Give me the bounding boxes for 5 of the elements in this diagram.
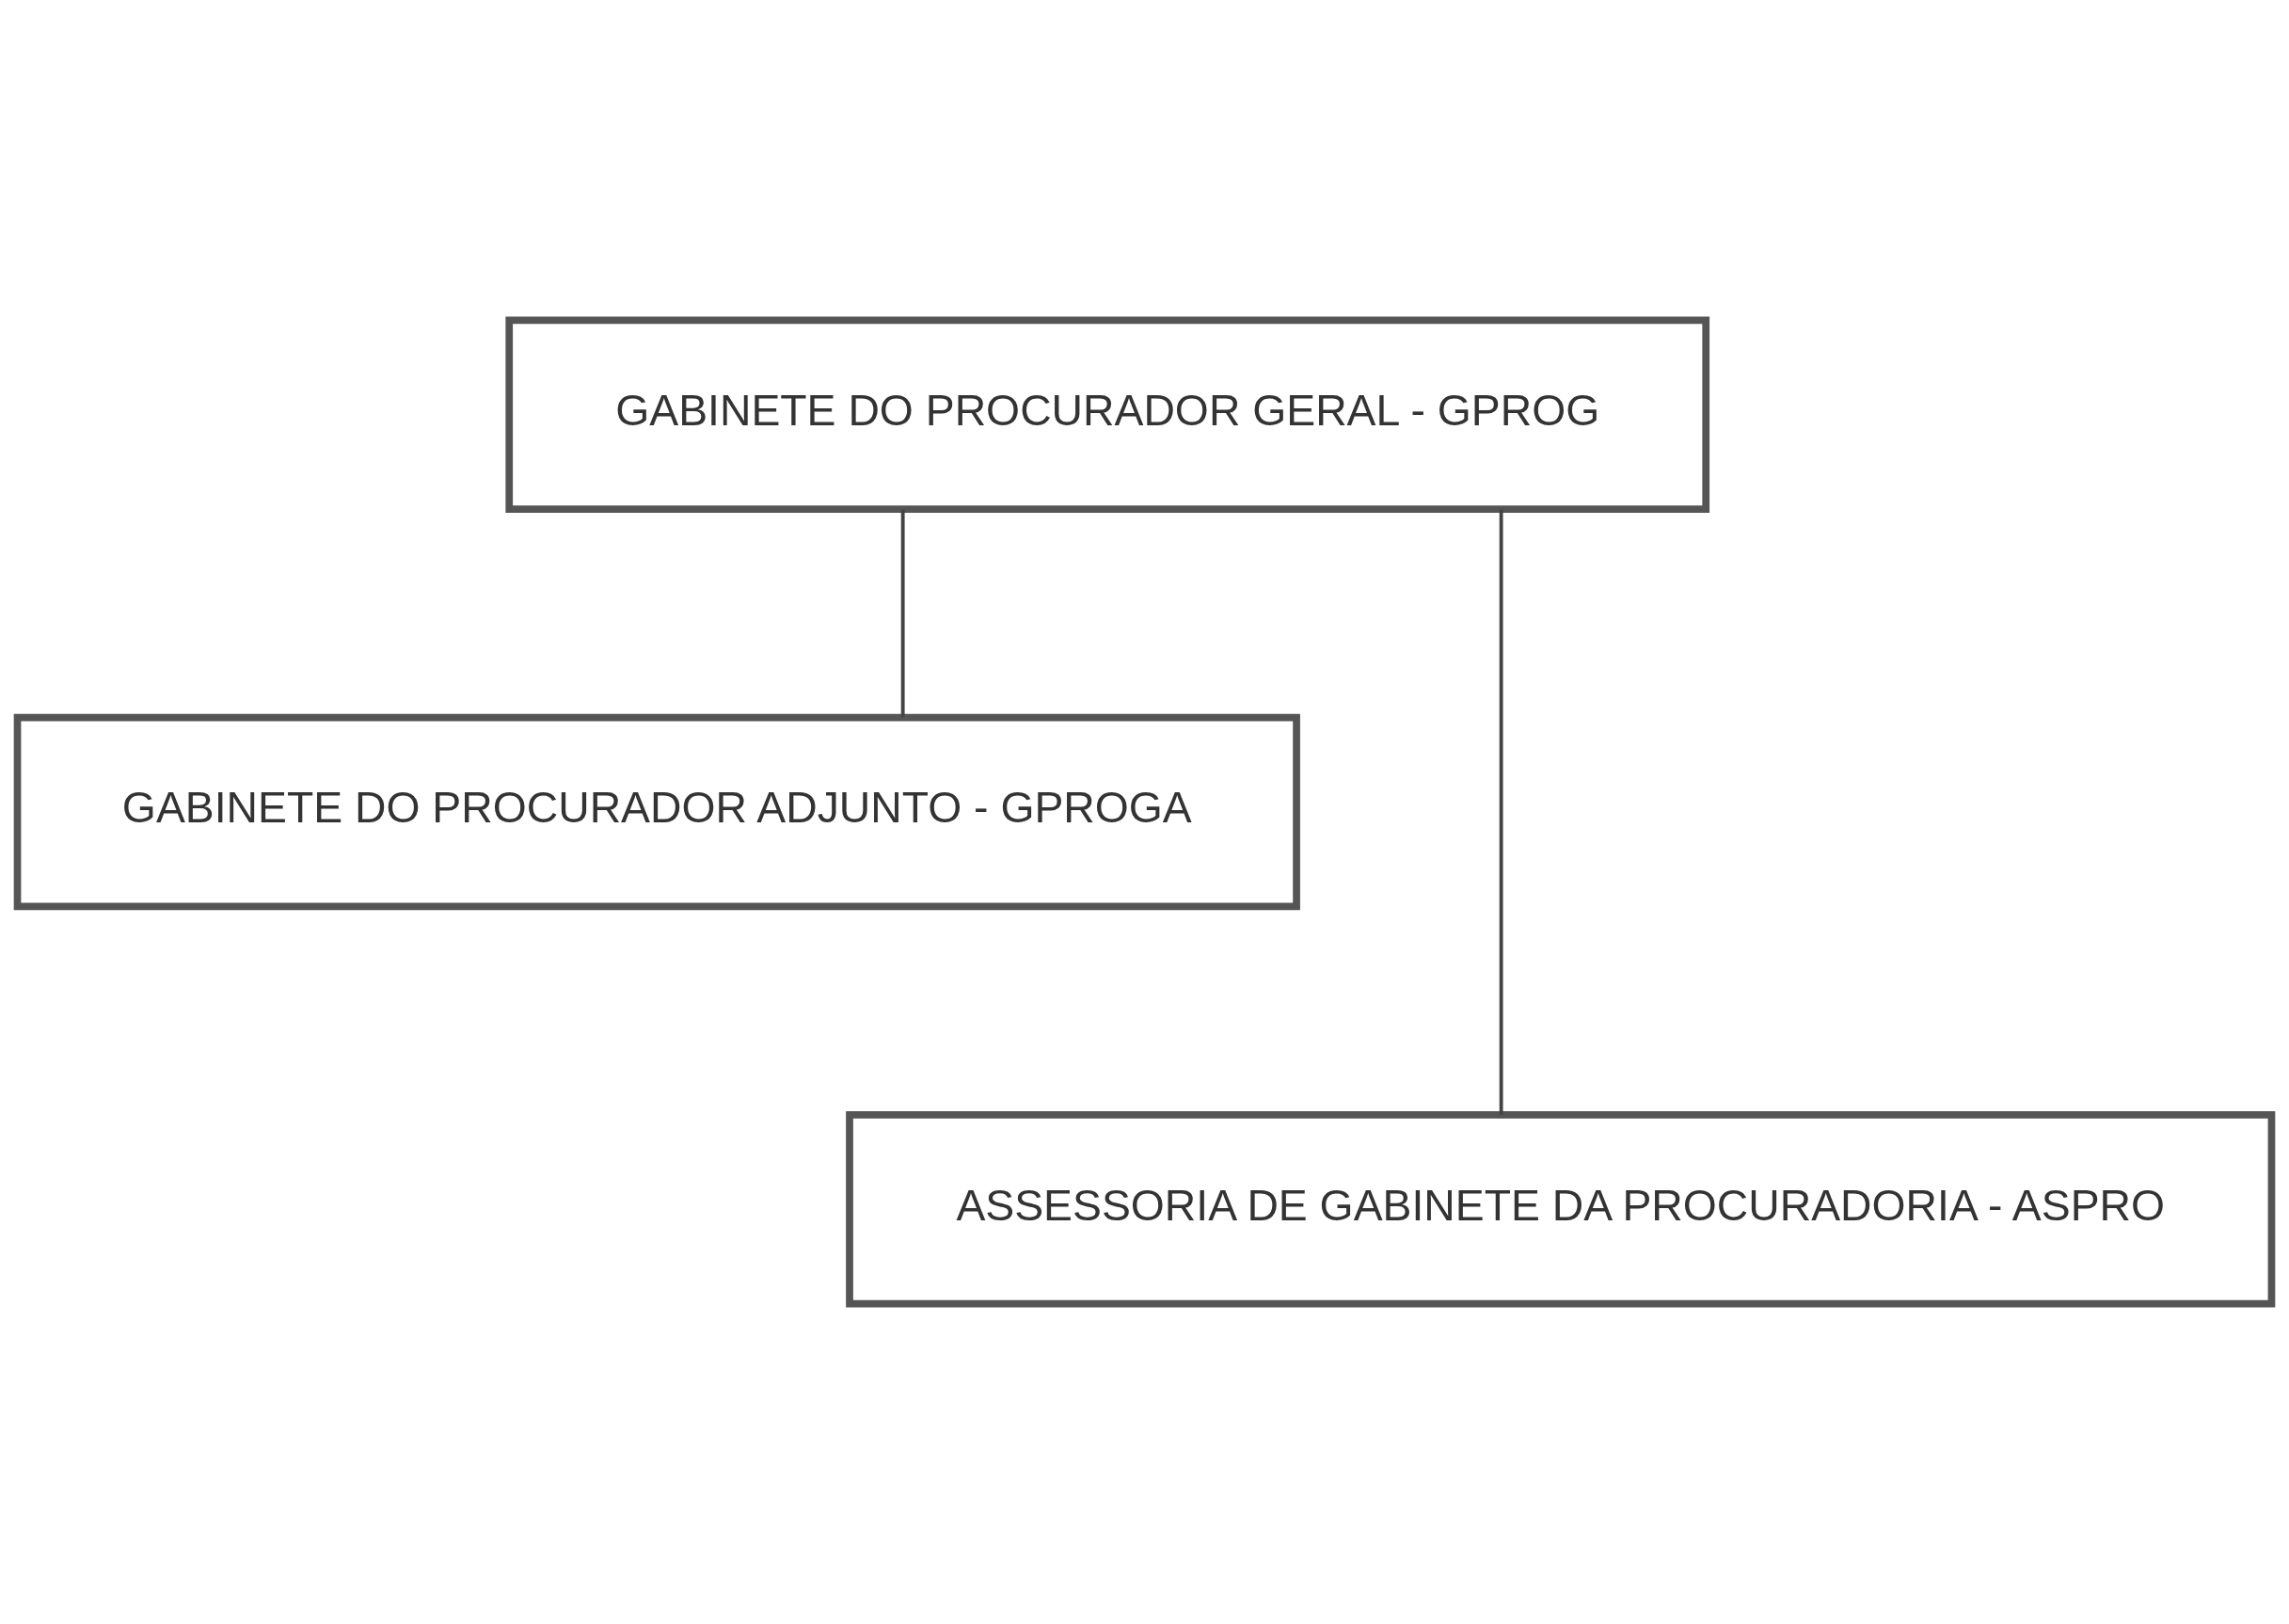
connector bbox=[1499, 509, 1503, 1115]
node-box: GABINETE DO PROCURADOR GERAL - GPROG bbox=[505, 316, 1710, 513]
connector bbox=[900, 509, 905, 717]
node-box: ASSESSORIA DE GABINETE DA PROCURADORIA - ASPRO bbox=[846, 1111, 2276, 1308]
node-box: GABINETE DO PROCURADOR ADJUNTO - GPROGA bbox=[13, 713, 1300, 911]
